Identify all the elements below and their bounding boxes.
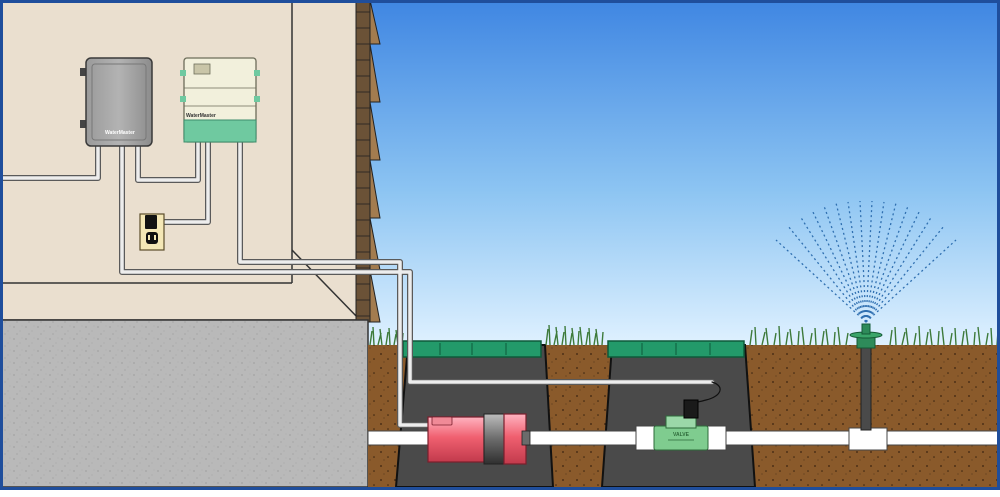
wiring <box>0 137 721 428</box>
irrigation-controller: WaterMaster <box>180 57 260 143</box>
sprinkler <box>848 323 888 451</box>
wall-outlet <box>139 213 165 251</box>
valve-box <box>600 340 757 488</box>
pump-start-relay <box>427 413 531 465</box>
water-spray <box>775 200 957 323</box>
pump-box-brand: WaterMaster <box>105 130 135 136</box>
house-wall <box>0 0 361 321</box>
foundation <box>0 319 369 488</box>
pump-box: WaterMaster <box>80 57 153 147</box>
controller-brand: WaterMaster <box>186 113 216 119</box>
sky <box>360 0 1000 345</box>
pump-valve-box <box>394 340 555 488</box>
irrigation-valve: VALVE <box>653 399 709 451</box>
valve-label: VALVE <box>673 432 690 438</box>
